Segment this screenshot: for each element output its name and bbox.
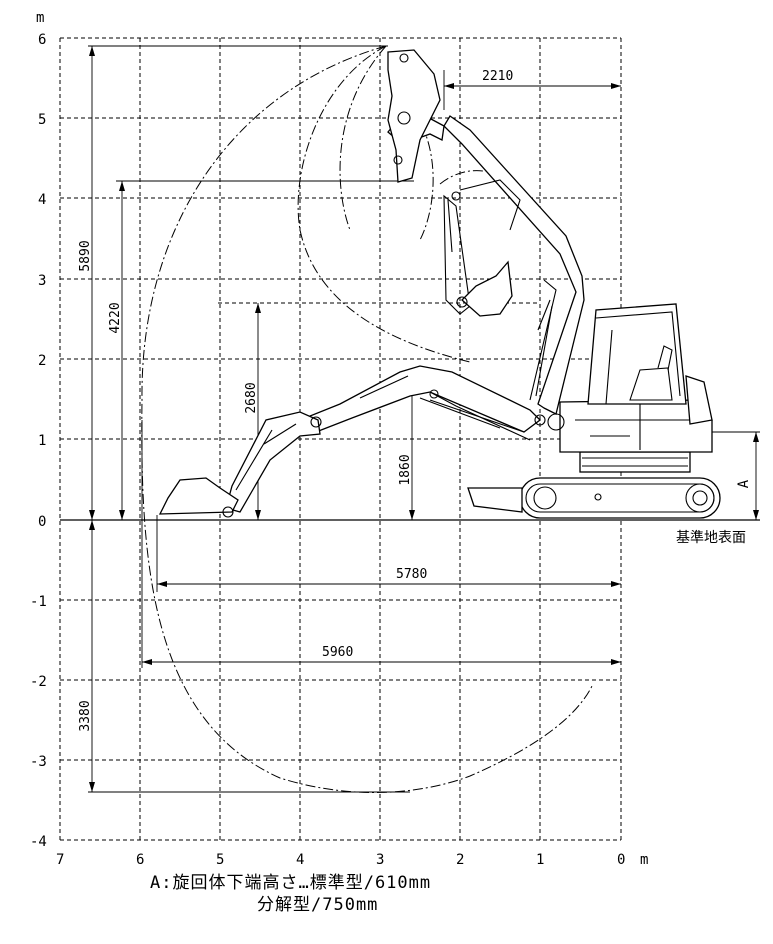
y-tick: 2 xyxy=(38,353,46,369)
y-tick: 6 xyxy=(38,32,46,48)
front-attachment-low xyxy=(158,365,546,518)
dim-a-label: A xyxy=(736,479,752,488)
dim-min-swing-radius: 2210 xyxy=(482,69,513,84)
y-tick: 4 xyxy=(38,192,46,208)
grid xyxy=(59,37,760,841)
x-tick: 7 xyxy=(56,852,64,868)
x-axis: 7 6 5 4 3 2 1 0 m xyxy=(56,852,648,868)
excavator-body xyxy=(467,303,721,519)
y-tick: -1 xyxy=(30,594,47,610)
y-axis: m 6 5 4 3 2 1 0 -1 -2 -3 -4 xyxy=(30,10,47,850)
x-tick: 2 xyxy=(456,852,464,868)
y-tick: -4 xyxy=(30,834,47,850)
dim-max-digging-depth: 3380 xyxy=(78,700,93,731)
dim-max-digging-height: 5890 xyxy=(78,240,93,271)
y-tick: -3 xyxy=(30,754,47,770)
front-attachment-mid xyxy=(443,179,521,317)
y-tick: 0 xyxy=(38,514,46,530)
note-line-2: 分解型/750mm xyxy=(257,895,379,915)
y-tick: -2 xyxy=(30,674,47,690)
ground-surface-label: 基準地表面 xyxy=(676,529,746,546)
y-tick: 5 xyxy=(38,112,46,128)
x-tick: 6 xyxy=(136,852,144,868)
x-tick: 1 xyxy=(536,852,544,868)
cylinders xyxy=(263,199,553,445)
dim-max-reach: 5960 xyxy=(322,645,353,660)
y-tick: 1 xyxy=(38,433,46,449)
x-tick: 0 xyxy=(617,852,625,868)
front-attachment-high xyxy=(387,49,585,415)
dim-boom-height: 2680 xyxy=(244,382,259,413)
y-tick: 3 xyxy=(38,273,46,289)
note-line-1: A:旋回体下端高さ…標準型/610mm xyxy=(150,873,432,893)
x-tick: 3 xyxy=(376,852,384,868)
x-tick: 5 xyxy=(216,852,224,868)
y-unit-label: m xyxy=(36,10,44,26)
notes: A:旋回体下端高さ…標準型/610mm 分解型/750mm xyxy=(150,872,431,916)
x-unit-label: m xyxy=(640,852,648,868)
dim-vertical-wall: 1860 xyxy=(398,454,413,485)
dim-max-reach-ground: 5780 xyxy=(396,567,427,582)
dim-max-dumping-height: 4220 xyxy=(108,302,123,333)
x-tick: 4 xyxy=(296,852,304,868)
